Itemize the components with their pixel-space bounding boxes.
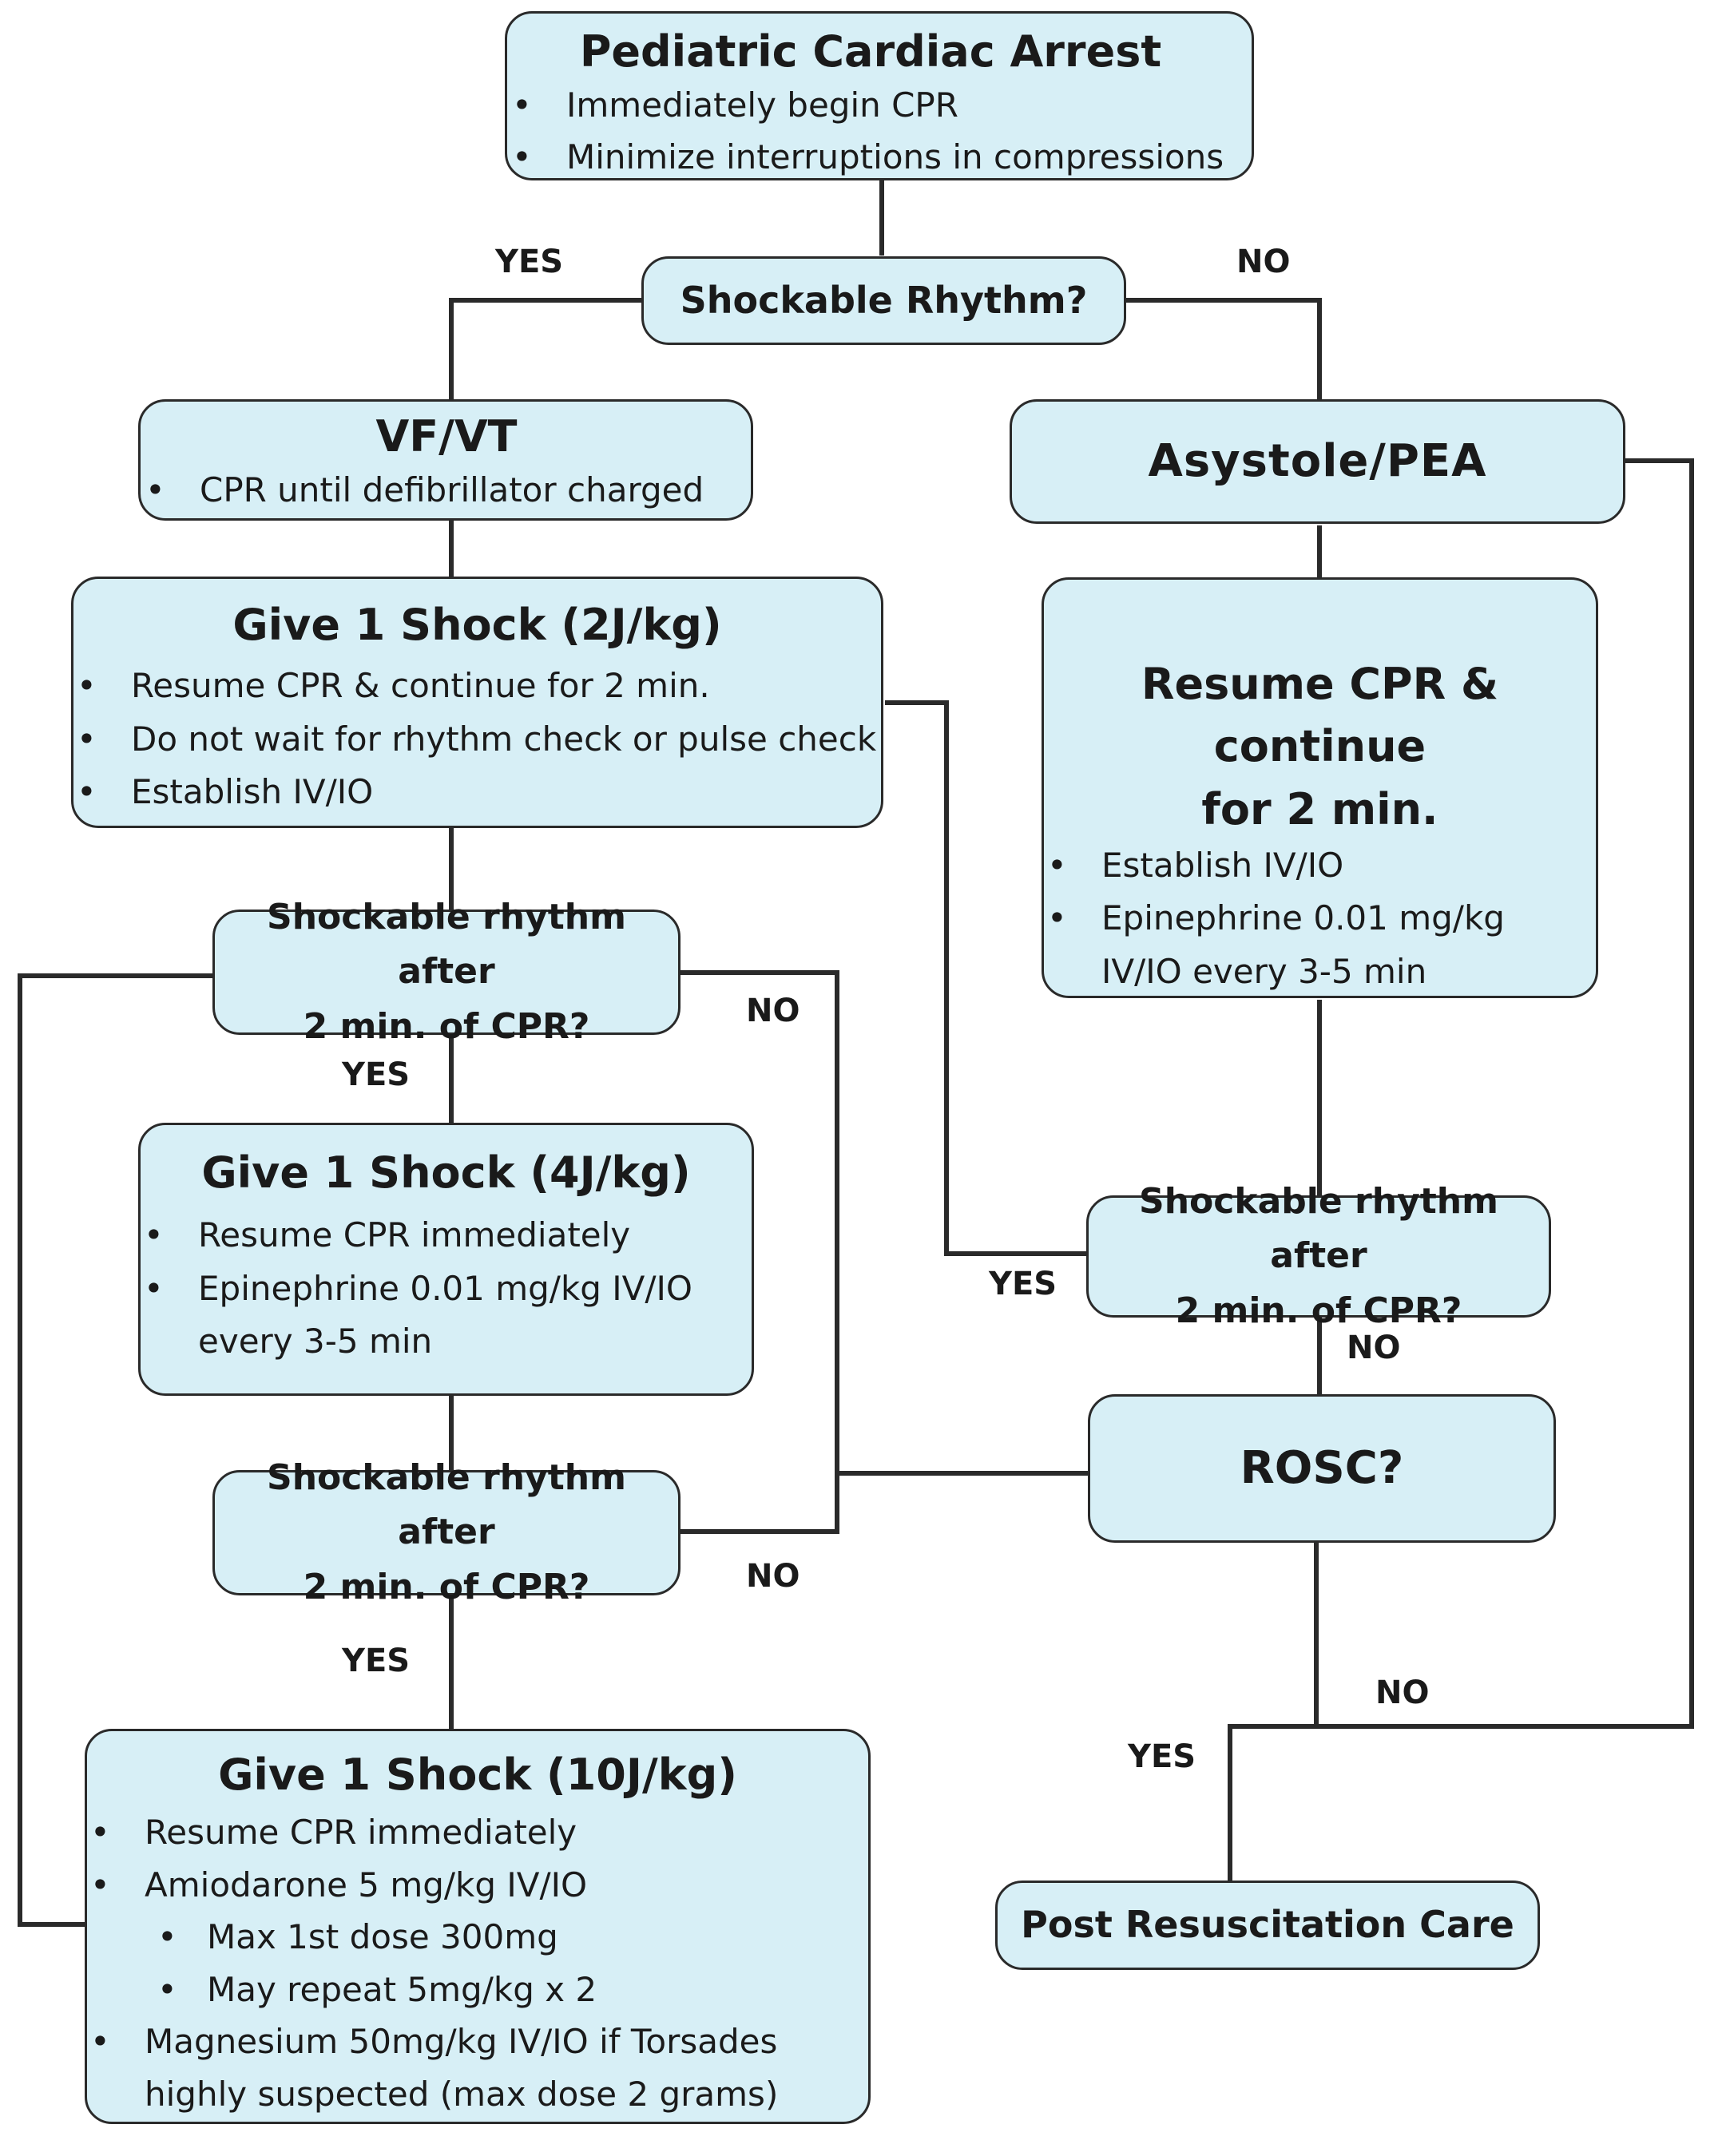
start-bullet: Minimize interruptions in compressions: [509, 131, 1232, 183]
vfvt-title: VF/VT: [375, 411, 518, 462]
decision-line: Shockable rhythm after: [1139, 1181, 1498, 1277]
shock-10jkg-bullet-line: Magnesium 50mg/kg IV/IO if Torsades: [145, 2022, 778, 2062]
resume-cpr-title-line: Resume CPR & continue: [1141, 659, 1499, 772]
vfvt-box: VF/VT CPR until defibrillator charged: [138, 399, 753, 521]
start-bullets: Immediately begin CPR Minimize interrupt…: [509, 79, 1232, 183]
decision-shockable-after-cpr-2: Shockable rhythm after 2 min. of CPR?: [212, 1457, 681, 1607]
shock-4jkg-bullet-line: every 3-5 min: [198, 1322, 433, 1361]
shock-4jkg-box: Give 1 Shock (4J/kg) Resume CPR immediat…: [138, 1123, 754, 1396]
start-box: Pediatric Cardiac Arrest Immediately beg…: [505, 11, 1254, 183]
post-resuscitation-care-box: Post Resuscitation Care: [995, 1881, 1540, 1970]
start-title: Pediatric Cardiac Arrest: [579, 26, 1162, 77]
label-no: NO: [746, 1558, 800, 1595]
label-no: NO: [1375, 1674, 1430, 1711]
shock-4jkg-bullet: Epinephrine 0.01 mg/kg IV/IO every 3-5 m…: [141, 1262, 752, 1369]
asystole-pea-title: Asystole/PEA: [1148, 434, 1487, 487]
shock-2jkg-box: Give 1 Shock (2J/kg) Resume CPR & contin…: [71, 577, 883, 828]
shock-4jkg-title: Give 1 Shock (4J/kg): [201, 1147, 691, 1198]
decision-shockable-rhythm-text: Shockable Rhythm?: [680, 278, 1088, 322]
label-yes: YES: [495, 244, 564, 280]
decision-shockable-rhythm: Shockable Rhythm?: [641, 256, 1126, 345]
label-no: NO: [1347, 1330, 1401, 1366]
label-yes: YES: [342, 1056, 411, 1093]
resume-cpr-box: Resume CPR & continue for 2 min. Establi…: [1042, 577, 1598, 998]
shock-10jkg-subbullet: May repeat 5mg/kg x 2: [87, 1964, 868, 2016]
shock-2jkg-bullet: Resume CPR & continue for 2 min.: [73, 660, 881, 713]
resume-cpr-title-line: for 2 min.: [1201, 783, 1438, 834]
shock-2jkg-title: Give 1 Shock (2J/kg): [232, 600, 722, 650]
arrow-decision-no-to-asystole: [1126, 298, 1322, 404]
decision-shockable-after-cpr-1: Shockable rhythm after 2 min. of CPR?: [212, 897, 681, 1047]
label-no: NO: [746, 993, 800, 1029]
shock-10jkg-box: Give 1 Shock (10J/kg) Resume CPR immedia…: [85, 1729, 871, 2124]
shock-10jkg-subbullet: Max 1st dose 300mg: [87, 1911, 868, 1964]
start-bullet: Immediately begin CPR: [509, 79, 1232, 131]
vfvt-bullets: CPR until defibrillator charged: [142, 464, 751, 516]
decision-text: Shockable rhythm after 2 min. of CPR?: [1089, 1175, 1549, 1338]
shock-10jkg-bullets: Resume CPR immediately Amiodarone 5 mg/k…: [87, 1806, 868, 2120]
resume-cpr-bullet-line: Epinephrine 0.01 mg/kg: [1101, 898, 1505, 938]
resume-cpr-bullets: Establish IV/IO Epinephrine 0.01 mg/kg I…: [1044, 839, 1596, 998]
shock-4jkg-bullet: Resume CPR immediately: [141, 1209, 752, 1262]
shock-4jkg-bullets: Resume CPR immediately Epinephrine 0.01 …: [141, 1209, 752, 1368]
post-resuscitation-care-text: Post Resuscitation Care: [1021, 1903, 1514, 1947]
shock-10jkg-bullet: Resume CPR immediately: [87, 1806, 868, 1859]
resume-cpr-bullet: Epinephrine 0.01 mg/kg IV/IO every 3-5 m…: [1044, 892, 1596, 998]
decision-text: Shockable rhythm after 2 min. of CPR?: [215, 890, 678, 1054]
resume-cpr-title: Resume CPR & continue for 2 min.: [1044, 653, 1596, 841]
decision-line: 2 min. of CPR?: [303, 1005, 590, 1047]
arrow-q1-no-to-rosc: [681, 970, 839, 1473]
shock-2jkg-bullets: Resume CPR & continue for 2 min. Do not …: [73, 660, 881, 818]
shock-2jkg-bullet: Establish IV/IO: [73, 766, 881, 819]
decision-line: 2 min. of CPR?: [1175, 1290, 1462, 1331]
shock-10jkg-bullet: Magnesium 50mg/kg IV/IO if Torsades high…: [87, 2015, 868, 2120]
resume-cpr-bullet: Establish IV/IO: [1044, 839, 1596, 893]
decision-shockable-after-cpr-3: Shockable rhythm after 2 min. of CPR?: [1086, 1181, 1551, 1331]
arrow-rosc-yes-to-post: [1228, 1724, 1316, 1881]
rosc-decision-box: ROSC?: [1088, 1394, 1556, 1543]
label-yes: YES: [989, 1266, 1057, 1302]
resume-cpr-bullet-line: IV/IO every 3-5 min: [1101, 951, 1427, 991]
arrow-q2-no-to-rosc: [681, 1473, 839, 1534]
label-no: NO: [1236, 244, 1291, 280]
asystole-pea-box: Asystole/PEA: [1010, 399, 1625, 524]
decision-text: Shockable rhythm after 2 min. of CPR?: [215, 1451, 678, 1615]
arrow-decision-yes-to-vfvt: [449, 298, 643, 400]
label-yes: YES: [1128, 1738, 1196, 1775]
decision-line: 2 min. of CPR?: [303, 1566, 590, 1607]
shock-10jkg-bullet-line: highly suspected (max dose 2 grams): [145, 2074, 779, 2114]
arrow-q3-yes-to-shock2: [884, 700, 1088, 1256]
vfvt-bullet: CPR until defibrillator charged: [142, 464, 751, 516]
shock-10jkg-title: Give 1 Shock (10J/kg): [218, 1750, 737, 1800]
shock-10jkg-bullet: Amiodarone 5 mg/kg IV/IO: [87, 1859, 868, 1912]
label-yes: YES: [342, 1643, 411, 1679]
shock-4jkg-bullet-line: Epinephrine 0.01 mg/kg IV/IO: [198, 1268, 692, 1308]
decision-line: Shockable rhythm after: [267, 897, 626, 993]
rosc-text: ROSC?: [1240, 1441, 1404, 1494]
decision-line: Shockable rhythm after: [267, 1457, 626, 1553]
shock-2jkg-bullet: Do not wait for rhythm check or pulse ch…: [73, 713, 881, 767]
